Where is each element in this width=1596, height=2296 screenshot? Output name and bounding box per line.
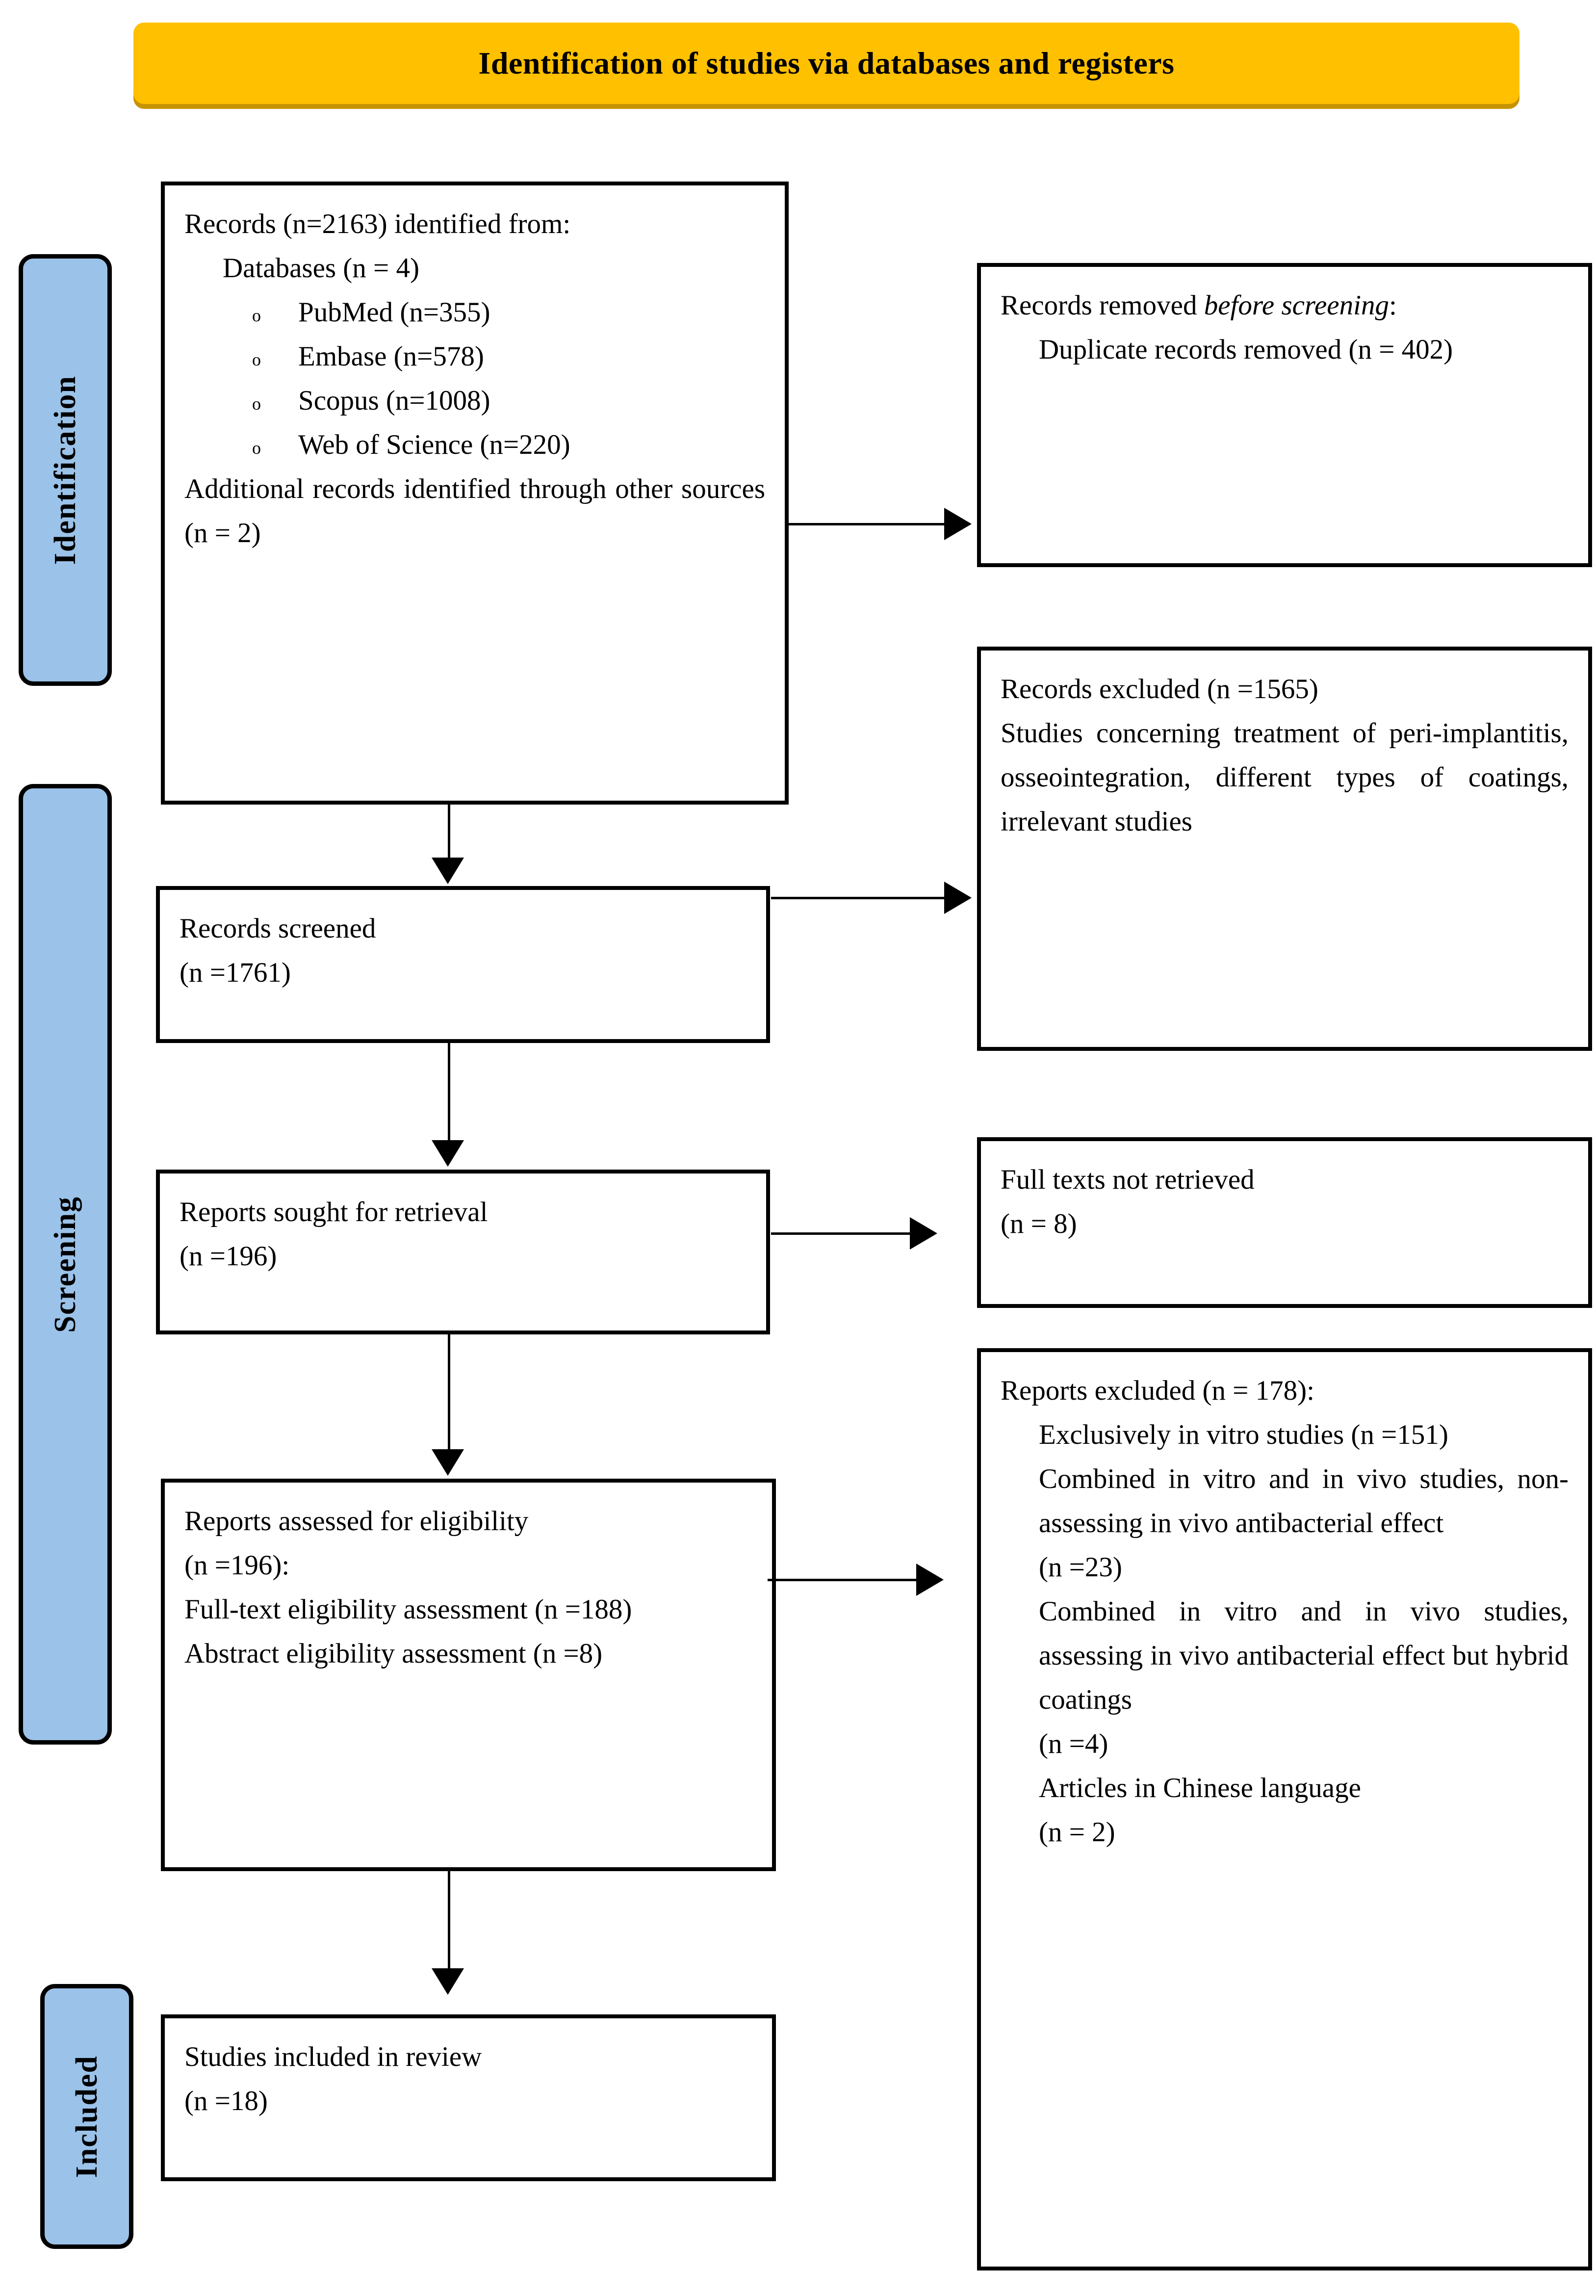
box-reports-assessed: Reports assessed for eligibility (n =196… — [161, 1479, 776, 1871]
bullet-marker-icon: o — [252, 350, 261, 370]
box-records-removed: Records removed before screening: Duplic… — [977, 263, 1592, 567]
exclusively-in-vitro-studies: Exclusively in vitro studies (n =151) — [1039, 1419, 1448, 1451]
database-embase: Embase (n=578) — [298, 341, 484, 372]
bullet-marker-icon: o — [252, 438, 261, 458]
arrowhead-identification-to-screened — [432, 858, 464, 884]
bullet-marker-icon: o — [252, 306, 261, 326]
connector-assessed-to-reports-excluded — [768, 1579, 920, 1581]
reports-sought-label: Reports sought for retrieval — [180, 1197, 488, 1227]
records-removed-italic: before screening — [1204, 290, 1389, 321]
records-screened-count: (n =1761) — [180, 957, 291, 989]
box-records-excluded: Records excluded (n =1565) Studies conce… — [977, 647, 1592, 1051]
records-excluded-count: Records excluded (n =1565) — [1001, 674, 1318, 704]
arrowhead-assessed-to-reports-excluded — [916, 1564, 944, 1596]
reports-sought-count: (n =196) — [180, 1241, 277, 1272]
header-banner: Identification of studies via databases … — [133, 23, 1519, 104]
articles-chinese-language-count: (n = 2) — [1039, 1817, 1115, 1848]
stage-tab-screening: Screening — [19, 784, 112, 1745]
stage-tab-included-label: Included — [70, 2055, 103, 2178]
connector-identification-to-screened — [448, 805, 450, 859]
records-removed-prefix: Records removed — [1001, 290, 1204, 321]
reports-excluded-count: Reports excluded (n = 178): — [1001, 1375, 1314, 1406]
full-text-eligibility-assessment: Full-text eligibility assessment (n =188… — [184, 1594, 632, 1625]
records-screened-label: Records screened — [180, 913, 376, 944]
arrowhead-assessed-to-included — [432, 1968, 464, 1995]
connector-sought-to-fulltext — [771, 1232, 913, 1235]
combined-assessing-hybrid-count: (n =4) — [1039, 1728, 1108, 1760]
records-identified-line1: Records (n=2163) identified from: — [184, 209, 571, 239]
database-list-item: o Embase (n=578) — [184, 335, 765, 379]
arrowhead-screened-to-excluded — [944, 882, 972, 914]
stage-tab-identification-label: Identification — [48, 375, 82, 565]
combined-non-assessing: Combined in vitro and in vivo studies, n… — [1039, 1463, 1569, 1539]
arrowhead-sought-to-assessed — [432, 1449, 464, 1476]
connector-assessed-to-included — [448, 1871, 450, 1969]
combined-non-assessing-count: (n =23) — [1039, 1552, 1122, 1583]
box-records-identified: Records (n=2163) identified from: Databa… — [161, 182, 789, 805]
stage-tab-identification: Identification — [19, 254, 112, 686]
stage-tab-screening-label: Screening — [48, 1196, 82, 1333]
connector-screened-to-sought — [448, 1043, 450, 1141]
box-studies-included: Studies included in review (n =18) — [161, 2014, 776, 2181]
records-removed-suffix: : — [1389, 290, 1397, 321]
box-reports-sought: Reports sought for retrieval (n =196) — [156, 1170, 770, 1334]
combined-assessing-hybrid: Combined in vitro and in vivo studies, a… — [1039, 1596, 1569, 1716]
database-list-item: o Scopus (n=1008) — [184, 379, 765, 423]
studies-included-count: (n =18) — [184, 2086, 268, 2117]
connector-screened-to-excluded — [771, 897, 948, 899]
arrowhead-screened-to-sought — [432, 1140, 464, 1167]
studies-included-label: Studies included in review — [184, 2041, 482, 2072]
full-texts-not-retrieved-count: (n = 8) — [1001, 1208, 1077, 1240]
abstract-eligibility-assessment: Abstract eligibility assessment (n =8) — [184, 1638, 603, 1670]
records-identified-databases: Databases (n = 4) — [223, 253, 419, 284]
additional-records-line: Additional records identified through ot… — [184, 473, 765, 549]
connector-identification-to-removed — [787, 523, 949, 525]
connector-sought-to-assessed — [448, 1334, 450, 1450]
database-scopus: Scopus (n=1008) — [298, 385, 490, 417]
box-reports-excluded: Reports excluded (n = 178): Exclusively … — [977, 1348, 1592, 2270]
arrowhead-sought-to-fulltext — [910, 1217, 937, 1250]
database-list-item: o PubMed (n=355) — [184, 290, 765, 335]
arrowhead-identification-to-removed — [944, 508, 972, 540]
records-removed-heading: Records removed before screening: — [1001, 284, 1569, 328]
articles-chinese-language: Articles in Chinese language — [1039, 1773, 1361, 1804]
database-pubmed: PubMed (n=355) — [298, 297, 490, 328]
database-web-of-science: Web of Science (n=220) — [298, 429, 570, 461]
header-title: Identification of studies via databases … — [478, 46, 1175, 80]
bullet-marker-icon: o — [252, 394, 261, 414]
records-excluded-reasons: Studies concerning treatment of peri-imp… — [1001, 718, 1569, 837]
reports-assessed-label: Reports assessed for eligibility — [184, 1506, 529, 1537]
duplicate-records-removed: Duplicate records removed (n = 402) — [1039, 334, 1453, 365]
box-records-screened: Records screened (n =1761) — [156, 886, 770, 1043]
database-list-item: o Web of Science (n=220) — [184, 423, 765, 467]
box-full-texts-not-retrieved: Full texts not retrieved (n = 8) — [977, 1137, 1592, 1308]
full-texts-not-retrieved-label: Full texts not retrieved — [1001, 1164, 1255, 1195]
stage-tab-included: Included — [40, 1984, 133, 2249]
reports-assessed-count: (n =196): — [184, 1550, 290, 1581]
